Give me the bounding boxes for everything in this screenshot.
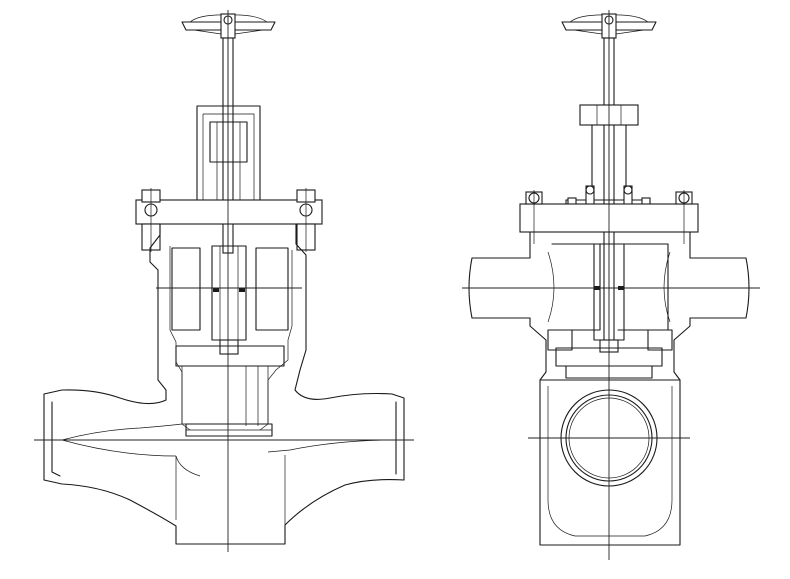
side-body — [529, 231, 691, 546]
side-view — [462, 10, 760, 560]
side-disc — [555, 347, 663, 379]
front-bonnet-flange — [135, 188, 323, 252]
front-handwheel — [181, 13, 276, 39]
front-view — [34, 10, 414, 552]
front-body — [43, 223, 405, 545]
front-packing — [171, 245, 289, 355]
front-disc — [175, 345, 285, 437]
